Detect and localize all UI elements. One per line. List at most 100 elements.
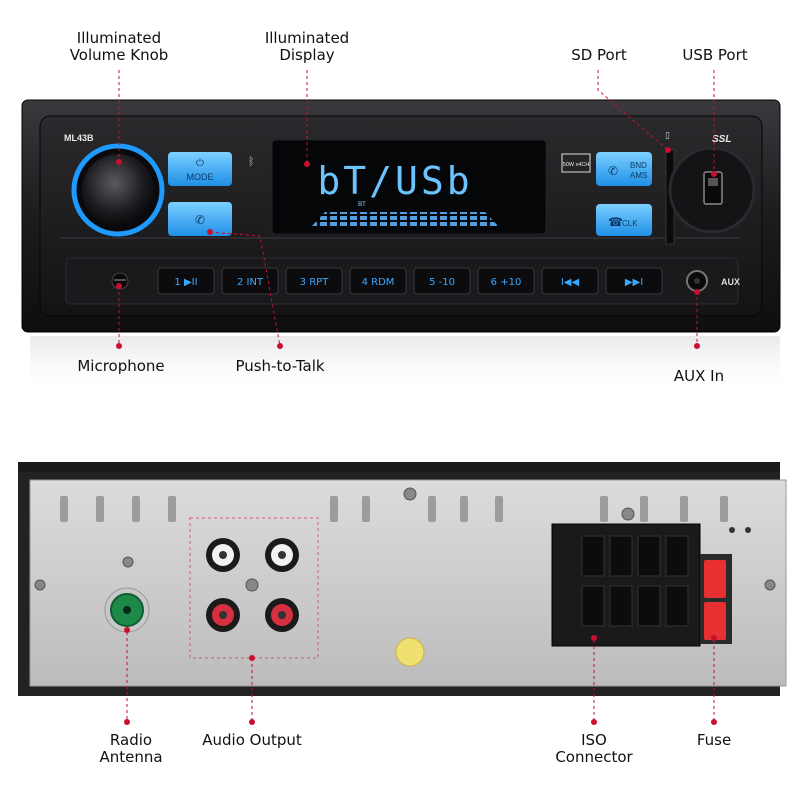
vent-slot-2 xyxy=(96,496,104,522)
callout-sd-port-text: SD Port xyxy=(571,46,627,64)
callout-volume-knob-line1: Illuminated xyxy=(76,29,162,47)
callout-radio-antenna: Radio Antenna xyxy=(99,732,162,766)
antenna-screw xyxy=(122,556,134,568)
iso-pin-3 xyxy=(637,535,661,577)
callout-volume-knob: Illuminated Volume Knob xyxy=(70,30,169,64)
vent-slot-1 xyxy=(60,496,68,522)
ams-label: AMS xyxy=(630,171,647,180)
vent-slot-3 xyxy=(132,496,140,522)
preset-buttons: 1 ▶II 2 INT 3 RPT 4 RDM 5 -10 6 +10 I◀◀ ▶▶I xyxy=(157,267,663,295)
callout-usb-port: USB Port xyxy=(682,47,747,64)
preset-button-label-3: 3 RPT xyxy=(300,277,330,288)
rca-front-right[interactable] xyxy=(265,538,299,572)
iso-pin-1 xyxy=(581,535,605,577)
rca-rear-right[interactable] xyxy=(265,598,299,632)
fuse-2[interactable] xyxy=(704,602,726,640)
preset-button-8[interactable] xyxy=(605,267,663,295)
preset-button-label-2: 2 INT xyxy=(237,277,264,288)
callout-iso-connector-line2: Connector xyxy=(555,748,633,766)
callout-microphone: Microphone xyxy=(77,358,164,375)
preset-button-7[interactable] xyxy=(541,267,599,295)
vent-slot-7 xyxy=(428,496,436,522)
lcd-display xyxy=(271,139,547,235)
rca-rear-left[interactable] xyxy=(206,598,240,632)
preset-button-label-7: I◀◀ xyxy=(561,277,580,288)
bluetooth-icon: ᛒ xyxy=(248,155,255,168)
sd-icon: ▯ xyxy=(665,131,670,141)
callout-radio-antenna-line2: Antenna xyxy=(99,748,163,766)
bnd-ams-button[interactable] xyxy=(596,152,652,186)
hangup-icon: ☎ xyxy=(608,215,623,229)
bnd-label: BND xyxy=(630,161,647,170)
callout-display: Illuminated Display xyxy=(265,30,349,64)
preset-button-label-6: 6 +10 xyxy=(491,277,522,288)
center-screw xyxy=(245,578,259,592)
callout-microphone-text: Microphone xyxy=(77,357,165,375)
side-screw-left xyxy=(34,579,46,591)
callout-display-line2: Display xyxy=(279,46,335,64)
vent-hole xyxy=(729,527,735,533)
preset-button-1[interactable] xyxy=(157,267,215,295)
power-badge xyxy=(561,153,591,173)
power-rating: 50W x4CH xyxy=(563,162,590,168)
vent-slot-5 xyxy=(330,496,338,522)
equalizer-bars xyxy=(310,212,500,228)
callout-iso-connector: ISO Connector xyxy=(555,732,632,766)
preset-button-label-5: 5 -10 xyxy=(429,277,455,288)
callout-iso-connector-line1: ISO xyxy=(581,731,607,749)
aux-label: AUX xyxy=(721,277,740,287)
push-to-talk-button[interactable] xyxy=(168,202,232,236)
preset-button-5[interactable] xyxy=(413,267,471,295)
iso-pin-7 xyxy=(637,585,661,627)
callout-fuse-text: Fuse xyxy=(696,731,732,749)
preset-button-4[interactable] xyxy=(349,267,407,295)
vent-slot-6 xyxy=(362,496,370,522)
volume-knob[interactable] xyxy=(82,154,154,226)
iso-pin-4 xyxy=(665,535,689,577)
callout-push-to-talk-text: Push-to-Talk xyxy=(235,357,325,375)
vent-slot-13 xyxy=(720,496,728,522)
mode-button-label: MODE xyxy=(187,172,214,182)
callout-push-to-talk: Push-to-Talk xyxy=(235,358,324,375)
preset-button-label-8: ▶▶I xyxy=(625,277,643,288)
mode-button[interactable] xyxy=(168,152,232,186)
display-text: bT/USb xyxy=(317,159,472,203)
front-unit: ML43B SSL ▯ ⏻ MODE ✆ ᛒ bT/USb BT 50W x4C… xyxy=(21,99,781,396)
preset-button-3[interactable] xyxy=(285,267,343,295)
brand-logo: SSL xyxy=(712,134,731,145)
rear-vents xyxy=(60,496,728,522)
preset-button-label-1: 1 ▶II xyxy=(174,277,197,288)
callout-audio-output: Audio Output xyxy=(202,732,302,749)
iso-pins xyxy=(581,535,689,627)
vent-slot-8 xyxy=(460,496,468,522)
top-screw xyxy=(403,487,417,501)
phone-icon: ✆ xyxy=(608,164,618,178)
qc-sticker xyxy=(395,637,425,667)
display-bt-indicator: BT xyxy=(358,202,366,208)
callout-audio-output-text: Audio Output xyxy=(202,731,302,749)
callout-volume-knob-line2: Volume Knob xyxy=(69,46,169,64)
preset-button-2[interactable] xyxy=(221,267,279,295)
power-icon: ⏻ xyxy=(196,158,204,169)
callout-aux-in-text: AUX In xyxy=(673,367,725,385)
clk-button[interactable] xyxy=(596,204,652,236)
vent-slot-4 xyxy=(168,496,176,522)
side-screw-right xyxy=(764,579,776,591)
vent-slot-12 xyxy=(680,496,688,522)
vent-slot-11 xyxy=(640,496,648,522)
callout-sd-port: SD Port xyxy=(571,47,627,64)
preset-button-label-4: 4 RDM xyxy=(362,277,395,288)
iso-pin-8 xyxy=(665,585,689,627)
front-reflection xyxy=(30,336,780,396)
callout-pointers xyxy=(118,70,715,722)
fuse[interactable] xyxy=(704,560,726,598)
callout-fuse: Fuse xyxy=(697,732,731,749)
iso-pin-6 xyxy=(609,585,633,627)
vent-slot-10 xyxy=(600,496,608,522)
callout-dots xyxy=(116,147,717,725)
callout-radio-antenna-line1: Radio xyxy=(109,731,153,749)
preset-button-6[interactable] xyxy=(477,267,535,295)
rca-front-left[interactable] xyxy=(206,538,240,572)
